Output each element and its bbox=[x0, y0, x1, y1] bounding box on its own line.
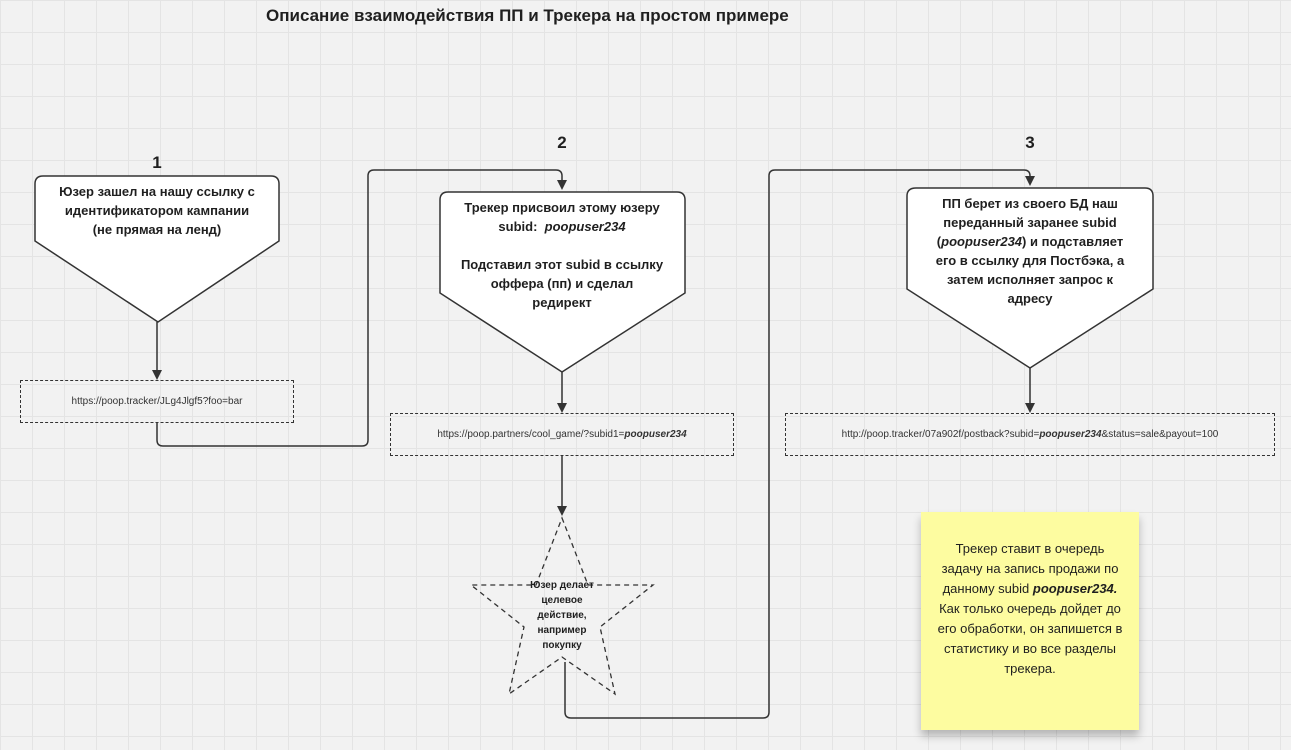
step-3-number: 3 bbox=[1025, 133, 1035, 152]
step-2-shape[interactable] bbox=[439, 191, 686, 373]
step-1-number: 1 bbox=[152, 153, 162, 172]
connector-star-to-step3 bbox=[564, 169, 1035, 719]
campaign-url-text: https://poop.tracker/JLg4Jlgf5?foo=bar bbox=[71, 396, 243, 407]
step-2-text: Трекер присвоил этому юзеру subid: poopu… bbox=[460, 200, 664, 310]
step-1-shape[interactable] bbox=[34, 175, 280, 323]
step-3-subid: poopuser234 bbox=[941, 234, 1023, 249]
sticky-note[interactable]: Трекер ставит в очередь задачу на запись… bbox=[921, 512, 1139, 730]
postback-url-box[interactable]: http://poop.tracker/07a902f/postback?sub… bbox=[785, 413, 1275, 456]
step-2-subid: poopuser234 bbox=[544, 219, 626, 234]
note-subid: poopuser234. bbox=[1032, 581, 1118, 596]
offer-url-subid: poopuser234 bbox=[624, 429, 687, 440]
offer-url-box[interactable]: https://poop.partners/cool_game/?subid1=… bbox=[390, 413, 734, 456]
step-3-text: ПП берет из своего БД наш переданный зар… bbox=[935, 196, 1125, 306]
campaign-url-box[interactable]: https://poop.tracker/JLg4Jlgf5?foo=bar bbox=[20, 380, 294, 423]
step-1-text: Юзер зашел на нашу ссылку с идентификато… bbox=[59, 184, 255, 237]
postback-url-subid: poopuser234 bbox=[1039, 429, 1102, 440]
step-3-shape[interactable] bbox=[906, 187, 1154, 369]
diagram-title: Описание взаимодействия ПП и Трекера на … bbox=[266, 6, 789, 25]
target-action-star[interactable] bbox=[469, 516, 655, 696]
target-action-text: Юзер делает целевое действие, например п… bbox=[530, 580, 594, 651]
step-2-number: 2 bbox=[557, 133, 567, 152]
connector-campaign-url-to-step2 bbox=[156, 169, 567, 447]
